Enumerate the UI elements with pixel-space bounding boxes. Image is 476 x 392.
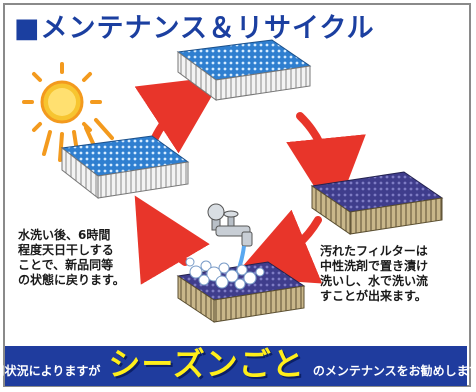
- washing-line-2: 中性洗剤で置き漬け: [320, 259, 429, 273]
- drying-line-1: 水洗い後、6時間: [18, 228, 111, 242]
- page-title: ■メンテナンス＆リサイクル: [14, 13, 375, 44]
- banner-suffix: のメンテナンスをお勧めします。: [312, 364, 476, 378]
- drying-instructions: 水洗い後、6時間 程度天日干しする ことで、新品同等 の状態に戻ります。: [18, 228, 125, 288]
- soap-bubbles-icon: [185, 257, 265, 290]
- drying-line-3: ことで、新品同等: [18, 258, 114, 272]
- faucet-icon: [207, 203, 253, 277]
- drying-line-4: の状態に戻ります。: [18, 273, 125, 287]
- clean-filter-top: [176, 39, 312, 101]
- banner-prefix: 使用状況によりますが: [0, 364, 101, 378]
- washing-line-1: 汚れたフィルターは: [320, 244, 428, 258]
- banner-highlight: シーズンごと: [108, 345, 305, 383]
- washing-line-4: すことが出来ます。: [320, 289, 427, 303]
- drying-line-2: 程度天日干しする: [18, 243, 114, 257]
- dirty-filter-right: [310, 171, 444, 235]
- washing-instructions: 汚れたフィルターは 中性洗剤で置き漬け 洗いし、水で洗い流 すことが出来ます。: [320, 244, 428, 304]
- washing-line-3: 洗いし、水で洗い流: [320, 274, 429, 288]
- clean-filter-left: [60, 135, 190, 200]
- recommendation-banner: 使用状況によりますが シーズンごと のメンテナンスをお勧めします。: [0, 345, 476, 386]
